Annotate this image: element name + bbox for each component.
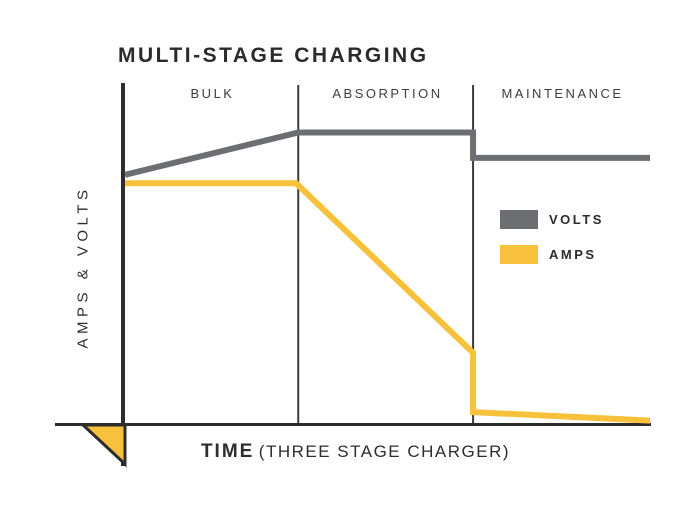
x-axis-label: TIME (THREE STAGE CHARGER) (93, 441, 618, 463)
legend-item-amps: AMPS (500, 245, 604, 264)
stage-label-maintenance: MAINTENANCE (501, 86, 624, 101)
stage-label-bulk: BULK (190, 86, 235, 101)
chart-title: MULTI-STAGE CHARGING (118, 44, 429, 67)
stage-label-absorption: ABSORPTION (332, 86, 443, 101)
x-axis-label-main: TIME (200, 441, 255, 462)
amps-line (125, 180, 651, 424)
legend-label-amps: AMPS (549, 247, 597, 262)
origin-triangle (79, 423, 127, 468)
legend-label-volts: VOLTS (549, 212, 604, 227)
volts-color-swatch (500, 210, 538, 229)
amps-color-swatch (500, 245, 538, 264)
legend: VOLTS AMPS (500, 210, 604, 280)
volts-line (124, 129, 650, 178)
x-axis-label-paren: (THREE STAGE CHARGER) (258, 442, 511, 461)
legend-item-volts: VOLTS (500, 210, 604, 229)
stage-labels-row: BULK ABSORPTION MAINTENANCE (125, 86, 650, 101)
